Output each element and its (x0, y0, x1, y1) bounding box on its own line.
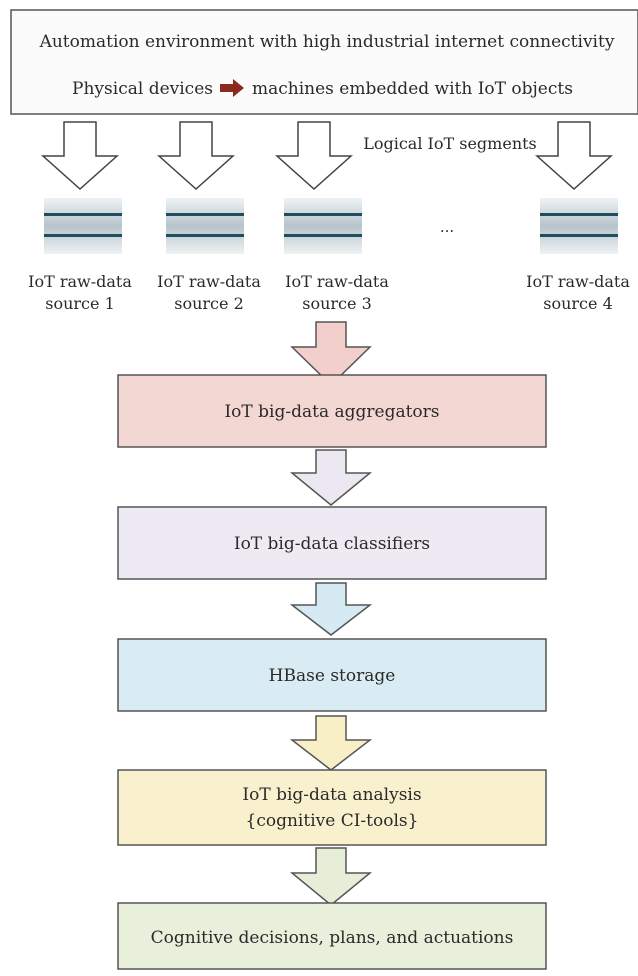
stage-box (117, 374, 547, 448)
pipeline-arrow (289, 449, 373, 506)
environment-box: Automation environment with high industr… (10, 9, 638, 115)
stage-box (117, 506, 547, 580)
pipeline-arrow (289, 582, 373, 636)
segment-arrow-4 (535, 121, 613, 191)
stage-label: Cognitive decisions, plans, and actuatio… (151, 928, 514, 948)
stage-label: IoT big-data aggregators (224, 402, 439, 422)
stage-classifiers: IoT big-data classifiers (117, 506, 547, 580)
pipeline-arrow (290, 321, 372, 387)
right-arrow-icon (220, 79, 244, 97)
pipeline-stages: IoT big-data aggregators IoT big-data cl… (117, 374, 547, 970)
stage-label: HBase storage (269, 666, 396, 686)
segments-label: Logical IoT segments (363, 134, 537, 153)
stage-label: IoT big-data classifiers (234, 534, 430, 554)
source-label-line1: IoT raw-data (526, 272, 630, 291)
data-sources (44, 198, 618, 254)
stage-aggregators: IoT big-data aggregators (117, 374, 547, 448)
segment-arrow-1 (41, 121, 119, 191)
source-label-line1: IoT raw-data (28, 272, 132, 291)
stage-analysis: IoT big-data analysis {cognitive CI-tool… (117, 769, 547, 846)
database-icon (540, 198, 618, 254)
segment-arrow-2 (157, 121, 235, 191)
stage-box (117, 769, 547, 846)
database-icon (44, 198, 122, 254)
ellipsis: ... (440, 218, 454, 236)
stage-sublabel: {cognitive CI-tools} (246, 811, 419, 831)
pipeline-arrow (289, 715, 373, 771)
environment-box-frame (10, 9, 638, 115)
database-icon (166, 198, 244, 254)
segment-arrows (41, 121, 613, 191)
source-label-line2: source 2 (174, 294, 244, 313)
stage-decisions: Cognitive decisions, plans, and actuatio… (117, 902, 547, 970)
pipeline-arrows (289, 321, 373, 906)
stage-box (117, 638, 547, 712)
segment-arrow-3 (275, 121, 353, 191)
environment-title: Automation environment with high industr… (39, 32, 615, 52)
stage-box (117, 902, 547, 970)
source-label-line2: source 4 (543, 294, 613, 313)
pipeline-arrow (289, 847, 373, 906)
machines-label: machines embedded with IoT objects (252, 79, 573, 99)
database-icon (284, 198, 362, 254)
physical-devices-label: Physical devices (72, 79, 213, 99)
stage-label: IoT big-data analysis (242, 785, 421, 805)
source-label-line1: IoT raw-data (285, 272, 389, 291)
source-label-line2: source 1 (45, 294, 115, 313)
source-label-line1: IoT raw-data (157, 272, 261, 291)
source-labels: IoT raw-data source 1 IoT raw-data sourc… (28, 272, 630, 313)
stage-storage: HBase storage (117, 638, 547, 712)
source-label-line2: source 3 (302, 294, 372, 313)
